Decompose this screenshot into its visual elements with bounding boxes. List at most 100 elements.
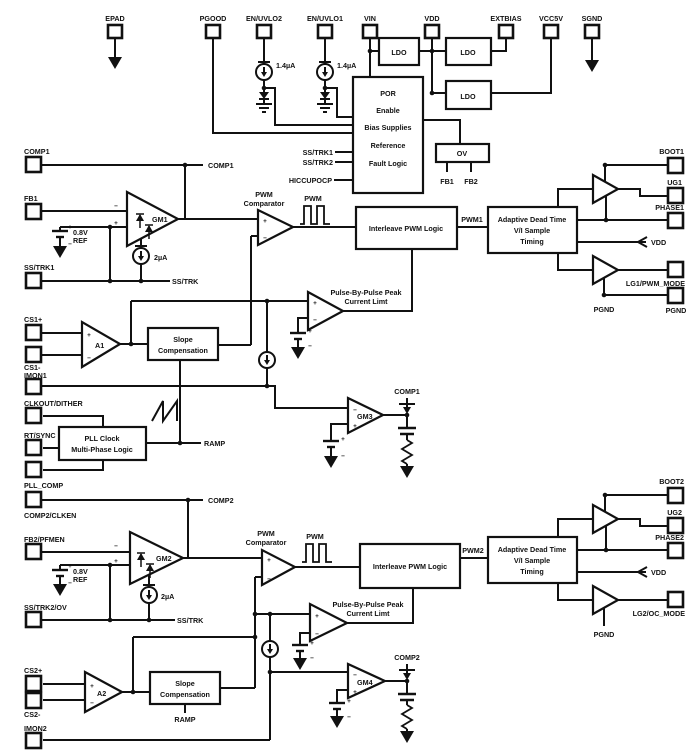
pin-box: [542, 23, 560, 40]
gm1-label: GM1: [152, 215, 168, 224]
pin-box: [24, 438, 43, 457]
vref-name-label: REF: [73, 236, 88, 245]
pwm-label: PWM: [304, 194, 322, 203]
adaptive-line: Adaptive Dead Time: [498, 215, 567, 224]
pin-comp1: COMP1: [24, 147, 50, 174]
minus-sign: −: [313, 317, 317, 324]
ldo-block: [377, 36, 421, 67]
pin-phase2: PHASE2: [655, 533, 685, 560]
pin-box: [361, 23, 379, 40]
pin-box: [24, 674, 43, 693]
pin-vdd: VDD: [423, 14, 441, 40]
pin-label: UG2: [667, 508, 682, 517]
hiccupocp-label: HICCUPOCP: [289, 176, 332, 185]
comp2-net-label: COMP2: [208, 496, 234, 505]
plus-sign: +: [114, 558, 118, 565]
pin-box: [24, 202, 43, 221]
minus-sign: −: [267, 576, 271, 583]
pin-phase1: PHASE1: [655, 203, 685, 230]
ov-block: [434, 142, 491, 164]
annotation-labels: COMP1 SS/TRK 1.4µA 1.4µA 2µA 0.8V REF + …: [68, 61, 666, 724]
pin-cs2n: CS2-: [24, 691, 43, 719]
gate-driver-triangle: [591, 584, 621, 616]
pin-label: EN/UVLO2: [246, 14, 282, 23]
slope-line: Slope: [175, 679, 195, 688]
pin-sgnd: SGND: [582, 14, 602, 40]
pin-box: [666, 590, 685, 609]
pin-label: RT/SYNC: [24, 431, 56, 440]
pin-box: [666, 486, 685, 505]
pin-label: SS/TRK2/OV: [24, 603, 67, 612]
plus-sign: +: [114, 220, 118, 227]
minus-sign: −: [90, 700, 94, 707]
pin-label: EPAD: [105, 14, 124, 23]
plus-sign: +: [267, 557, 271, 564]
plus-sign: +: [68, 224, 72, 231]
por-line: Fault Logic: [369, 159, 407, 168]
pin-ss-trk1: SS/TRK1: [24, 263, 54, 290]
plus-sign: +: [68, 563, 72, 570]
pin-label: COMP2/CLKEN: [24, 511, 76, 520]
vref-name-label: REF: [73, 575, 88, 584]
pin-box: [666, 260, 685, 279]
adaptive-dead-time-block-1: [486, 205, 579, 255]
fb1-label: FB1: [440, 177, 454, 186]
pin-box: [666, 156, 685, 175]
blocks: [57, 36, 579, 706]
comp2-node-label: COMP2: [394, 653, 420, 662]
pin-label: CS1-: [24, 363, 41, 372]
ramp-label: RAMP: [204, 439, 225, 448]
plus-sign: +: [353, 689, 357, 696]
ov-label: OV: [457, 149, 468, 158]
slope-compensation-block-2: [148, 670, 222, 706]
pin-label: LG2/OC_MODE: [633, 609, 686, 618]
a2-amp-triangle: [83, 670, 125, 714]
ss-trk-net-label: SS/TRK: [172, 277, 199, 286]
interleave-pwm-logic-block-1: [354, 205, 459, 251]
plus-sign: +: [315, 613, 319, 620]
pin-box: [24, 271, 43, 290]
pwm-comparator-triangle-1: [256, 208, 296, 247]
current-limit-label: Pulse-By-Pulse Peak: [330, 288, 401, 297]
pwm-comparator-label: Comparator: [244, 199, 285, 208]
comp1-node-label: COMP1: [394, 387, 420, 396]
pin-clkout-dither: CLKOUT/DITHER: [24, 399, 84, 425]
pin-box: [24, 155, 43, 174]
current-limit-comparator-triangle-2: [308, 602, 350, 643]
ldo-block: [444, 79, 493, 111]
pin-label: SS/TRK1: [24, 263, 54, 272]
pin-boot1: BOOT1: [659, 147, 685, 175]
a2-label: A2: [97, 689, 106, 698]
ss-current-label: 2µA: [154, 253, 167, 262]
pin-vcc5v: VCC5V: [539, 14, 563, 40]
pin-vin: VIN: [361, 14, 379, 40]
pin-label: EXTBIAS: [490, 14, 521, 23]
pwm1-label: PWM1: [461, 215, 483, 224]
pin-label: IMON2: [24, 724, 47, 733]
pin-pgood: PGOOD: [200, 14, 226, 40]
pin-label: PLL_COMP: [24, 481, 63, 490]
pin-ug2: UG2: [666, 508, 685, 535]
por-line: Enable: [376, 106, 400, 115]
block-labels: LDO LDO LDO POR Enable Bias Supplies Ref…: [71, 48, 566, 699]
pin-box: [316, 23, 334, 40]
pin-epad: EPAD: [105, 14, 125, 40]
pin-boot2: BOOT2: [659, 477, 685, 505]
pll-clock-block: [57, 425, 148, 462]
adaptive-line: V/I Sample: [514, 556, 550, 565]
pin-pll-comp: PLL_COMP: [24, 460, 63, 490]
amp-labels: GM1 A1 GM3 GM2 A2 GM4 − + + − + − + − − …: [87, 203, 372, 721]
pins-right: BOOT1 UG1 PHASE1 LG1/PWM_MODE PGND BOOT2…: [626, 147, 687, 618]
pin-label: CS1+: [24, 315, 42, 324]
slope-line: Compensation: [158, 346, 208, 355]
minus-sign: −: [310, 655, 314, 662]
pin-label: CS2-: [24, 710, 41, 719]
pin-box: [204, 23, 222, 40]
por-enable-block: [351, 75, 425, 195]
pin-en-uvlo1: EN/UVLO1: [307, 14, 343, 40]
gm2-label: GM2: [156, 554, 172, 563]
vref-value-label: 0.8V: [73, 228, 88, 237]
pin-label: VCC5V: [539, 14, 563, 23]
por-line: Bias Supplies: [364, 123, 411, 132]
